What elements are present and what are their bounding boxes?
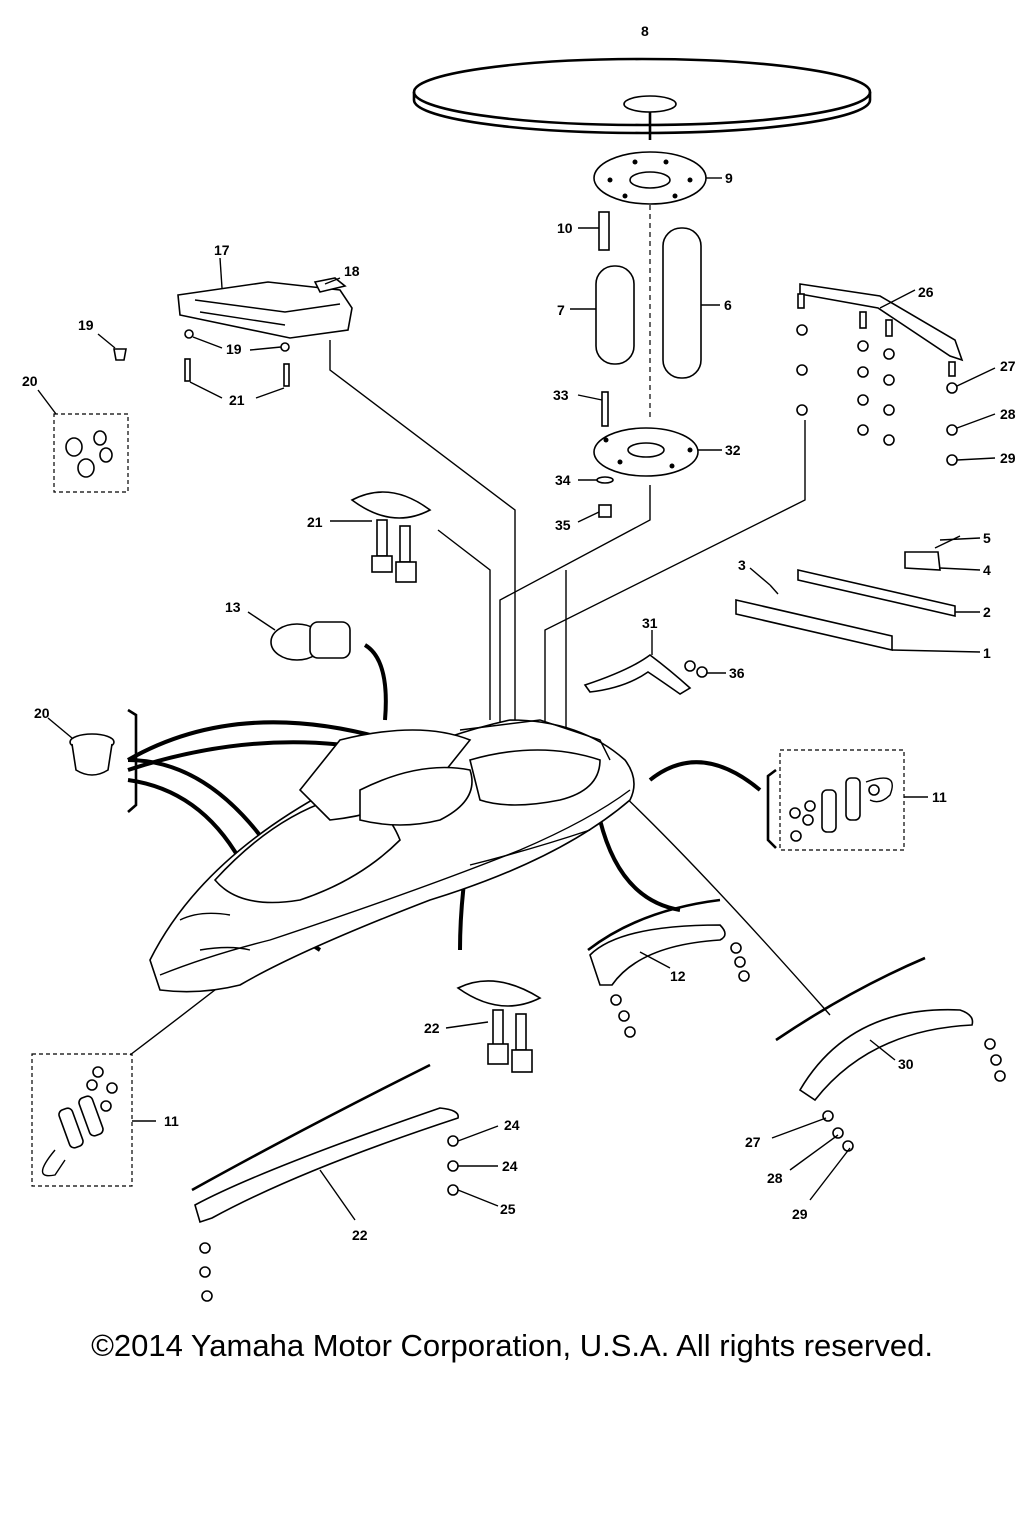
callout-1: 1: [983, 645, 991, 661]
tow-eye-kit-right: [779, 749, 928, 851]
callout-36: 35: [555, 517, 571, 533]
callout-24: 24: [502, 1158, 518, 1174]
callout-8: 8: [641, 23, 649, 39]
callout-28-upper: 28: [1000, 406, 1016, 422]
mirror-part: [247, 611, 351, 661]
callout-21-lower: 22: [424, 1020, 440, 1036]
callout-27-lower: 27: [745, 1134, 761, 1150]
callout-10: 10: [557, 220, 573, 236]
callout-29-upper: 29: [1000, 450, 1016, 466]
callout-34: 33: [553, 387, 569, 403]
callout-20: 20: [34, 705, 50, 721]
parts-diagram: 8 9 10 17 18 26 7 6 19 19 27 20 33 21 28…: [22, 23, 1016, 1302]
grommet-kit: [37, 389, 129, 493]
callout-11-left: 11: [164, 1113, 179, 1129]
callout-13: 13: [225, 599, 241, 615]
callout-30: 30: [898, 1056, 914, 1072]
callout-3: 3: [738, 557, 746, 573]
callout-26: 26: [918, 284, 934, 300]
callout-2: 2: [983, 604, 991, 620]
cleat-upper: [330, 491, 432, 583]
callout-21-upper: 21: [307, 514, 323, 530]
cup-holder: [47, 717, 115, 776]
bow-rail: [191, 1063, 499, 1302]
callout-28-lower: 28: [767, 1170, 783, 1186]
callout-25: 25: [500, 1201, 516, 1217]
callout-18: 21: [229, 392, 245, 408]
bracket-left: [127, 708, 138, 813]
callout-11-right: 11: [932, 789, 947, 805]
callout-7: 7: [557, 302, 565, 318]
pin-part: [578, 211, 610, 251]
callout-22: 22: [352, 1227, 368, 1243]
grab-handle: [587, 898, 750, 1038]
callout-17: 20: [22, 373, 38, 389]
callout-35: 34: [555, 472, 571, 488]
bracket-right: [766, 768, 777, 849]
tow-eye-kit-left: [31, 1053, 156, 1187]
cushion-parts: [570, 205, 720, 420]
callout-labels: 8 9 10 17 18 26 7 6 19 19 27 20 33 21 28…: [22, 23, 1016, 1243]
rail-assembly: [735, 535, 981, 653]
upper-mount-plate: [593, 151, 722, 205]
callout-27-upper: 27: [1000, 358, 1016, 374]
callout-19: 19: [226, 341, 242, 357]
canopy-top: [412, 57, 872, 140]
callout-32: 36: [729, 665, 745, 681]
callout-31: 31: [642, 615, 658, 631]
callout-29-lower: 29: [792, 1206, 808, 1222]
plug-part: [97, 333, 127, 361]
cleat-lower: [445, 980, 542, 1073]
strap-part: [583, 630, 726, 695]
callout-16: 19: [78, 317, 94, 333]
boat-hull: [149, 719, 635, 993]
lower-mount-plate: [577, 391, 722, 523]
callout-12: 12: [670, 968, 686, 984]
callout-6: 6: [724, 297, 732, 313]
callout-23: 24: [504, 1117, 520, 1133]
callout-4: 4: [983, 562, 991, 578]
rear-rail: [771, 956, 1006, 1201]
callout-33: 32: [725, 442, 741, 458]
handrail-upper: [796, 283, 996, 466]
callout-9: 9: [725, 170, 733, 186]
callout-5: 5: [983, 530, 991, 546]
callout-15: 18: [344, 263, 360, 279]
callout-14: 17: [214, 242, 230, 258]
seat-base-assembly: [177, 257, 353, 399]
copyright-notice: ©2014 Yamaha Motor Corporation, U.S.A. A…: [91, 1328, 933, 1363]
